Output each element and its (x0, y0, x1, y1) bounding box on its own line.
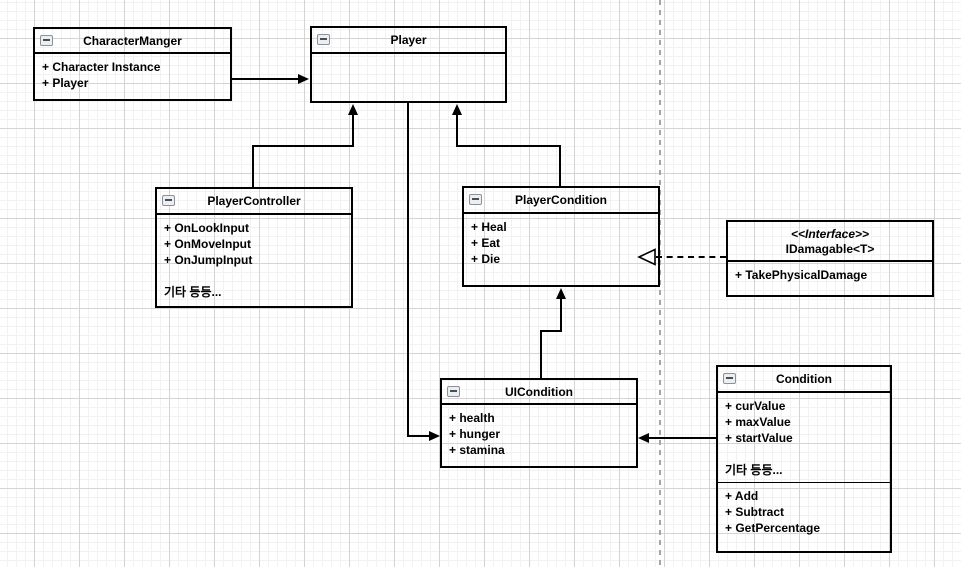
member-line: + TakePhysicalDamage (735, 268, 868, 282)
interface-box-idamagable[interactable]: <<Interface>> IDamagable<T> + TakePhysic… (726, 220, 934, 297)
class-title-bar: PlayerController (157, 189, 351, 215)
edge-playercontroller-player-v1[interactable] (252, 145, 254, 187)
edge-playercondition-player-v2[interactable] (456, 114, 458, 147)
page-boundary-divider (659, 0, 661, 567)
member-line: 기타 등등... (164, 285, 222, 299)
class-members (312, 54, 505, 59)
class-title-bar: CharacterManger (35, 29, 230, 54)
class-members: + Character Instance + Player (35, 54, 230, 91)
edge-playercondition-player-h[interactable] (456, 145, 561, 147)
edge-player-uicondition-v[interactable] (407, 103, 409, 437)
edge-uicondition-playercondition-v1[interactable] (540, 330, 542, 378)
member-line: + Heal (471, 220, 507, 234)
class-members: + health + hunger + stamina (442, 405, 636, 458)
member-line: + OnJumpInput (164, 253, 253, 267)
arrowhead-into-playercondition-bottom (556, 288, 566, 299)
class-members: + Heal + Eat + Die (464, 214, 658, 267)
edge-charactermanager-player[interactable] (232, 78, 300, 80)
hollow-triangle-realization-arrowhead (637, 248, 656, 266)
member-line: + Eat (471, 236, 501, 250)
class-box-uicondition[interactable]: UICondition + health + hunger + stamina (440, 378, 638, 468)
member-line: + curValue (725, 399, 786, 413)
class-box-condition[interactable]: Condition + curValue + maxValue + startV… (716, 365, 892, 553)
class-title: CharacterManger (83, 33, 182, 48)
arrowhead-into-uicondition-right (638, 433, 649, 443)
member-line: + OnLookInput (164, 221, 249, 235)
collapse-minus-icon[interactable] (40, 35, 53, 46)
interface-members: + TakePhysicalDamage (728, 262, 932, 283)
arrowhead-into-player-bottom-left (348, 104, 358, 115)
class-title-bar: UICondition (442, 380, 636, 405)
class-title: Condition (776, 372, 832, 386)
arrowhead-into-player-bottom-right (452, 104, 462, 115)
member-line: + maxValue (725, 415, 791, 429)
class-title: PlayerController (207, 194, 301, 208)
class-title-bar: Player (312, 28, 505, 54)
collapse-minus-icon[interactable] (447, 386, 460, 397)
class-box-playercondition[interactable]: PlayerCondition + Heal + Eat + Die (462, 186, 660, 287)
member-line: + OnMoveInput (164, 237, 251, 251)
class-attributes: + curValue + maxValue + startValue 기타 등등… (718, 393, 890, 536)
attributes-methods-divider (718, 482, 890, 483)
class-title: UICondition (505, 384, 573, 399)
member-line: + Player (42, 76, 89, 90)
arrowhead-into-player-left (298, 74, 309, 84)
class-title: Player (390, 33, 427, 47)
class-title-bar: PlayerCondition (464, 188, 658, 214)
interface-stereotype: <<Interface>> (790, 227, 870, 241)
member-line: 기타 등등... (725, 463, 783, 477)
interface-title: IDamagable<T> (785, 242, 875, 256)
edge-playercondition-idamagable-dashed[interactable] (656, 256, 726, 258)
class-members: + OnLookInput + OnMoveInput + OnJumpInpu… (157, 215, 351, 300)
edge-playercontroller-player-h[interactable] (252, 145, 354, 147)
arrowhead-into-uicondition-left (429, 431, 440, 441)
member-line-blank (164, 268, 345, 284)
interface-title-bar: <<Interface>> IDamagable<T> (728, 222, 932, 262)
member-line: + Die (471, 252, 501, 266)
edge-condition-uicondition[interactable] (646, 437, 716, 439)
member-line: + startValue (725, 431, 793, 445)
edge-player-uicondition-h[interactable] (407, 435, 431, 437)
edge-playercontroller-player-v2[interactable] (352, 114, 354, 147)
member-line: + Add (725, 489, 759, 503)
collapse-minus-icon[interactable] (162, 195, 175, 206)
class-title-bar: Condition (718, 367, 890, 393)
edge-uicondition-playercondition-v2[interactable] (560, 297, 562, 332)
class-box-player[interactable]: Player (310, 26, 507, 103)
member-line: + health (449, 411, 495, 425)
class-box-playercontroller[interactable]: PlayerController + OnLookInput + OnMoveI… (155, 187, 353, 308)
edge-playercondition-player-v1[interactable] (559, 145, 561, 186)
member-line: + stamina (449, 443, 505, 457)
class-title: PlayerCondition (514, 193, 607, 207)
member-line: + Subtract (725, 505, 785, 519)
member-line: + hunger (449, 427, 501, 441)
collapse-minus-icon[interactable] (469, 194, 482, 205)
member-line: + GetPercentage (725, 521, 821, 535)
class-box-charactermanager[interactable]: CharacterManger + Character Instance + P… (33, 27, 232, 101)
member-line-blank (725, 446, 884, 462)
collapse-minus-icon[interactable] (723, 373, 736, 384)
member-line: + Character Instance (42, 60, 161, 74)
edge-uicondition-playercondition-h[interactable] (540, 330, 562, 332)
collapse-minus-icon[interactable] (317, 34, 330, 45)
